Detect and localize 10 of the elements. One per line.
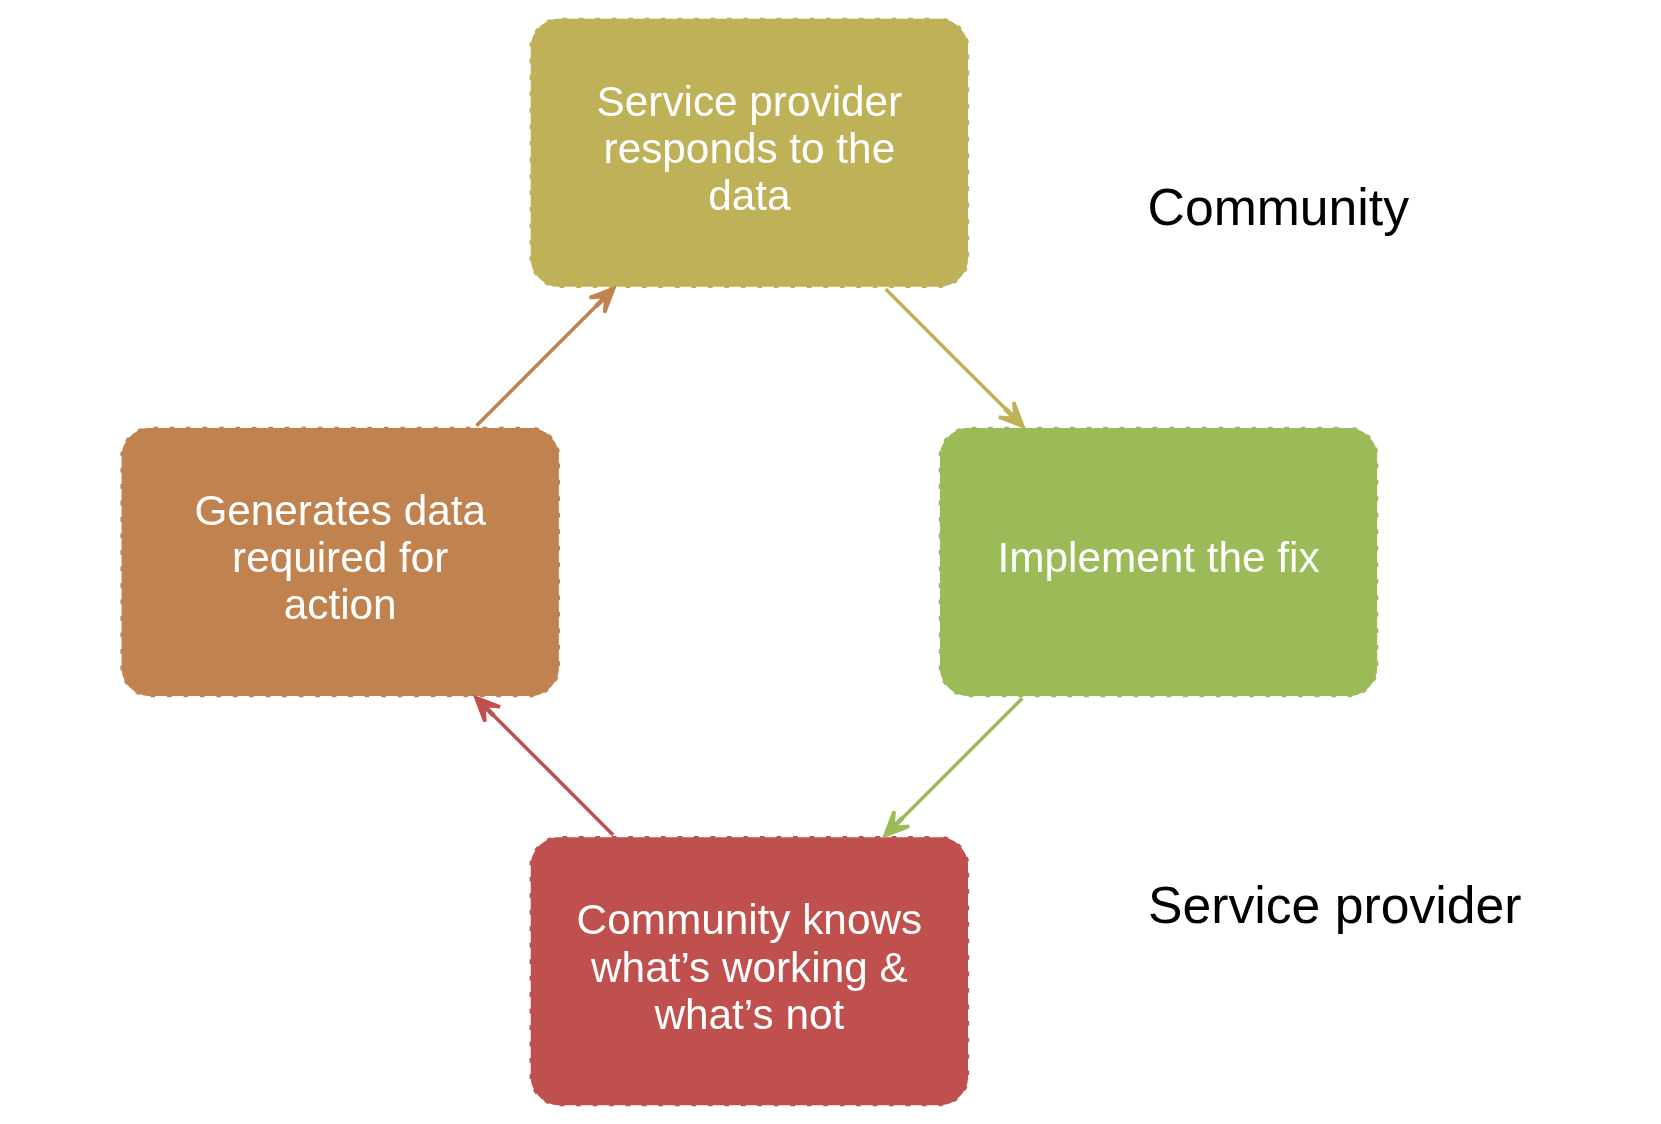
arrow	[474, 286, 615, 427]
arrow	[473, 695, 614, 837]
node-box: Generates data required for action	[118, 425, 561, 699]
arrow	[883, 287, 1025, 429]
arrow	[882, 697, 1024, 838]
node-box: Implement the fix	[937, 425, 1379, 699]
node-box: Service provider responds to the data	[527, 16, 970, 290]
label: Service provider	[1147, 876, 1522, 935]
node-box: Community knows what’s working & what’s not	[527, 834, 970, 1108]
label: Community	[1147, 177, 1409, 236]
